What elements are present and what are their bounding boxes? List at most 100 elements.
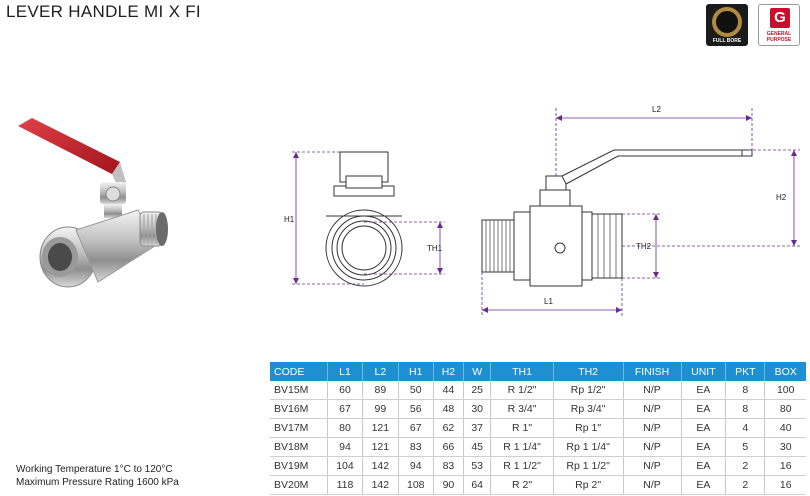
label-l2: L2 <box>652 105 661 114</box>
table-cell: Rp 2" <box>553 475 624 495</box>
table-cell: 30 <box>764 437 806 457</box>
table-cell: R 1/2" <box>490 381 554 400</box>
column-header: W <box>463 362 492 381</box>
label-l1: L1 <box>544 297 553 306</box>
table-cell: 53 <box>463 456 492 476</box>
max-pressure-note: Maximum Pressure Rating 1600 kPa <box>16 477 179 488</box>
table-cell: R 3/4" <box>490 399 554 419</box>
table-cell: 50 <box>398 381 434 400</box>
table-cell: BV19M <box>270 456 328 476</box>
full-bore-label: FULL BORE <box>712 38 742 44</box>
female-thread-end <box>591 213 623 279</box>
table-cell: 104 <box>327 456 364 476</box>
table-cell: R 1 1/2" <box>490 456 554 476</box>
column-header: L1 <box>327 362 364 381</box>
page-title: LEVER HANDLE MI X FI <box>6 2 201 21</box>
table-cell: 142 <box>362 456 399 476</box>
column-header: H1 <box>398 362 434 381</box>
table-cell: Rp 1 1/4" <box>553 437 624 457</box>
table-cell: 100 <box>764 381 806 400</box>
table-cell: 94 <box>398 456 434 476</box>
full-bore-ring-icon <box>712 7 742 37</box>
table-cell: 64 <box>463 475 492 495</box>
table-cell: EA <box>681 399 727 419</box>
table-cell: BV16M <box>270 399 328 419</box>
flow-arrow-icon <box>554 242 566 254</box>
table-cell: 5 <box>725 437 766 457</box>
table-cell: BV15M <box>270 381 328 400</box>
table-cell: R 1" <box>490 418 554 438</box>
table-cell: EA <box>681 381 727 400</box>
table-cell: 25 <box>463 381 492 400</box>
table-cell: R 1 1/4" <box>490 437 554 457</box>
table-cell: 121 <box>362 418 399 438</box>
table-cell: 62 <box>433 418 464 438</box>
table-cell: 90 <box>433 475 464 495</box>
table-cell: Rp 3/4" <box>553 399 624 419</box>
table-cell: 94 <box>327 437 364 457</box>
general-label-line1: GENERAL <box>766 31 792 37</box>
table-cell: 89 <box>362 381 399 400</box>
table-cell: N/P <box>623 456 682 476</box>
table-cell: Rp 1 1/2" <box>553 456 624 476</box>
column-header: PKT <box>725 362 766 381</box>
table-cell: R 2" <box>490 475 554 495</box>
table-cell: 121 <box>362 437 399 457</box>
table-cell: 99 <box>362 399 399 419</box>
table-cell: 118 <box>327 475 364 495</box>
table-cell: 16 <box>764 475 806 495</box>
label-h1: H1 <box>284 215 295 224</box>
table-cell: N/P <box>623 437 682 457</box>
table-cell: 67 <box>327 399 364 419</box>
table-cell: 30 <box>463 399 492 419</box>
table-cell: 40 <box>764 418 806 438</box>
table-cell: Rp 1/2" <box>553 381 624 400</box>
column-header: CODE <box>270 362 328 381</box>
general-purpose-label: GENERAL PURPOSE <box>759 31 799 43</box>
technical-drawing: H1 TH1 L2 H2 TH2 L1 <box>284 105 800 316</box>
table-cell: 67 <box>398 418 434 438</box>
working-temperature-note: Working Temperature 1°C to 120°C <box>16 464 173 475</box>
general-purpose-g-icon: G <box>770 8 790 28</box>
table-cell: EA <box>681 437 727 457</box>
valve-photo <box>18 118 168 288</box>
table-cell: 60 <box>327 381 364 400</box>
table-cell: EA <box>681 456 727 476</box>
table-cell: BV17M <box>270 418 328 438</box>
table-cell: 80 <box>764 399 806 419</box>
table-cell: 2 <box>725 475 766 495</box>
table-cell: 56 <box>398 399 434 419</box>
table-cell: N/P <box>623 399 682 419</box>
table-cell: BV20M <box>270 475 328 495</box>
table-cell: 83 <box>433 456 464 476</box>
table-cell: 37 <box>463 418 492 438</box>
table-cell: 108 <box>398 475 434 495</box>
table-cell: 8 <box>725 399 766 419</box>
table-cell: N/P <box>623 475 682 495</box>
column-header: TH2 <box>553 362 624 381</box>
label-h2: H2 <box>776 193 787 202</box>
lever-handle-icon <box>18 118 120 174</box>
table-cell: 4 <box>725 418 766 438</box>
table-cell: 8 <box>725 381 766 400</box>
table-cell: 44 <box>433 381 464 400</box>
column-header: H2 <box>433 362 464 381</box>
table-cell: N/P <box>623 418 682 438</box>
table-cell: 66 <box>433 437 464 457</box>
table-cell: 45 <box>463 437 492 457</box>
full-bore-badge: FULL BORE <box>706 4 748 46</box>
general-purpose-badge: G GENERAL PURPOSE <box>758 4 800 46</box>
label-th2: TH2 <box>636 242 652 251</box>
column-header: TH1 <box>490 362 554 381</box>
h1-dimension-lines <box>292 151 445 285</box>
table-cell: 16 <box>764 456 806 476</box>
table-cell: EA <box>681 475 727 495</box>
